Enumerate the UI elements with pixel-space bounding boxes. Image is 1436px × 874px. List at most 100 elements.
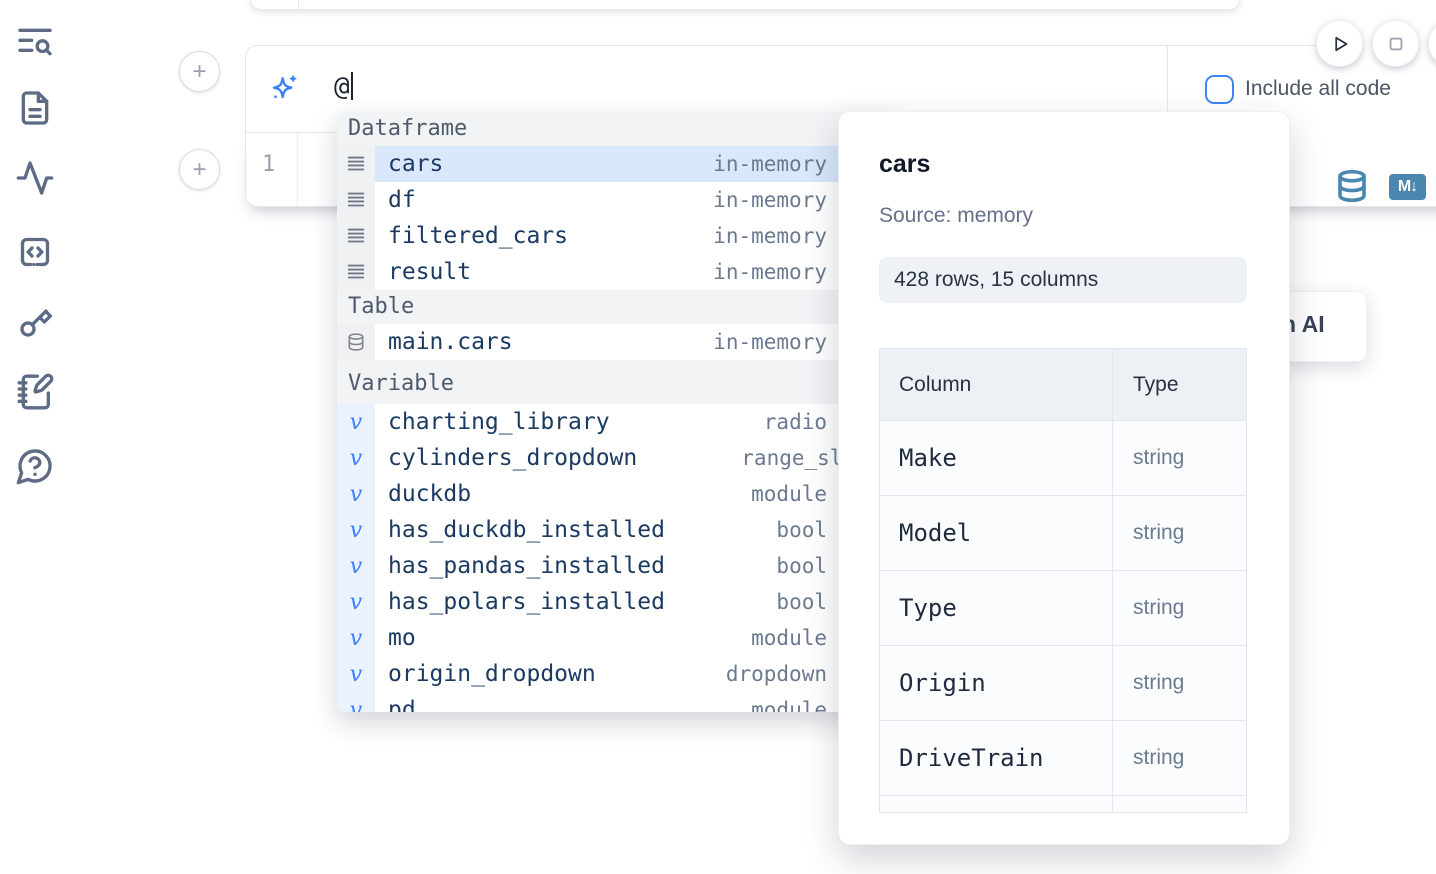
run-cell-button[interactable] [1316,20,1363,67]
item-type: module [751,626,827,650]
column-name: Make [899,444,957,472]
variable-icon: v [337,620,375,656]
column-name: DriveTrain [899,744,1044,772]
variable-icon: v [337,548,375,584]
code-cell-gutter-divider [297,133,298,206]
column-type: string [1133,446,1185,469]
autocomplete-item-origin_dropdown[interactable]: v origin_dropdown dropdown [337,656,897,692]
variable-icon: v [337,404,375,440]
item-type: bool [776,590,827,614]
play-icon [1334,36,1347,51]
schema-table-row-partial [880,795,1246,812]
item-type: in-memory [713,330,827,354]
previous-cell-edge [250,0,1240,10]
column-type: string [1133,746,1185,769]
previous-cell-gutter-divider [298,0,299,9]
column-type: string [1133,596,1185,619]
panel-title: cars [879,150,931,178]
ai-prompt-input[interactable]: @ [334,72,354,102]
column-name: Origin [899,669,986,697]
key-icon[interactable] [15,302,55,342]
autocomplete-item-result[interactable]: result in-memory [337,254,897,290]
item-name: has_pandas_installed [388,553,665,579]
item-name: origin_dropdown [388,661,596,687]
column-name: Model [899,519,972,547]
item-name: cylinders_dropdown [388,445,638,471]
item-type: in-memory [713,260,827,284]
stop-button[interactable] [1372,20,1419,67]
file-text-icon[interactable] [15,88,55,128]
item-name: pd [388,697,416,712]
autocomplete-popup: Dataframe cars in-memory df in-memory filtere… [337,112,897,712]
help-chat-icon[interactable] [15,446,55,486]
item-name: charting_library [388,409,610,435]
autocomplete-section-dataframe: Dataframe [337,112,897,146]
item-type: bool [776,554,827,578]
schema-table-row: Type string [880,570,1246,645]
code-snippet-icon[interactable] [15,232,55,272]
item-type: dropdown [725,662,827,686]
autocomplete-item-df[interactable]: df in-memory [337,182,897,218]
item-name: filtered_cars [388,223,569,249]
column-name: Type [899,594,957,622]
prompt-text: @ [334,72,350,102]
item-type: radio [763,410,827,434]
variable-icon: v [337,512,375,548]
item-type: module [751,482,827,506]
add-cell-button-top[interactable]: + [179,51,220,92]
autocomplete-item-has_polars_installed[interactable]: v has_polars_installed bool [337,584,897,620]
include-all-code-checkbox[interactable] [1205,75,1234,104]
autocomplete-item-charting_library[interactable]: v charting_library radio [337,404,897,440]
item-name: cars [388,151,444,177]
item-name: mo [388,625,416,651]
partial-hidden-button[interactable] [1428,20,1436,67]
add-cell-button-bottom[interactable]: + [179,149,220,190]
item-name: has_polars_installed [388,589,665,615]
variable-icon: v [337,584,375,620]
schema-table-row: Make string [880,420,1246,495]
list-search-icon[interactable] [15,22,55,62]
text-cursor [350,72,354,100]
schema-table-row: Model string [880,495,1246,570]
shape-badge: 428 rows, 15 columns [879,257,1247,303]
item-name: main.cars [388,329,513,355]
autocomplete-section-variable: Variable [337,360,897,404]
stop-icon [1389,37,1402,50]
activity-icon[interactable] [15,158,55,198]
markdown-icon[interactable]: M↓ [1389,174,1426,200]
variable-icon: v [337,476,375,512]
ai-box-border-extension [1168,45,1323,46]
variable-icon: v [337,692,375,712]
column-type: string [1133,521,1185,544]
line-number: 1 [262,152,276,177]
item-name: result [388,259,472,285]
item-name: duckdb [388,481,472,507]
item-type: in-memory [713,152,827,176]
notebook-pen-icon[interactable] [15,372,55,412]
item-type: bool [776,518,827,542]
column-header: Column [880,349,1113,420]
database-icon[interactable] [1334,166,1370,206]
item-type: in-memory [713,188,827,212]
autocomplete-item-main.cars[interactable]: main.cars in-memory [337,324,897,360]
panel-source: Source: memory [879,204,1034,227]
item-name: df [388,187,416,213]
rows-icon [337,254,375,290]
schema-table-header: Column Type [880,349,1246,420]
dataframe-preview-panel: cars Source: memory 428 rows, 15 columns… [838,111,1290,845]
autocomplete-item-has_pandas_installed[interactable]: v has_pandas_installed bool [337,548,897,584]
database-icon [337,324,375,360]
variable-icon: v [337,656,375,692]
item-type: module [751,698,827,712]
autocomplete-item-cars[interactable]: cars in-memory [337,146,897,182]
variable-icon: v [337,440,375,476]
rows-icon [337,146,375,182]
